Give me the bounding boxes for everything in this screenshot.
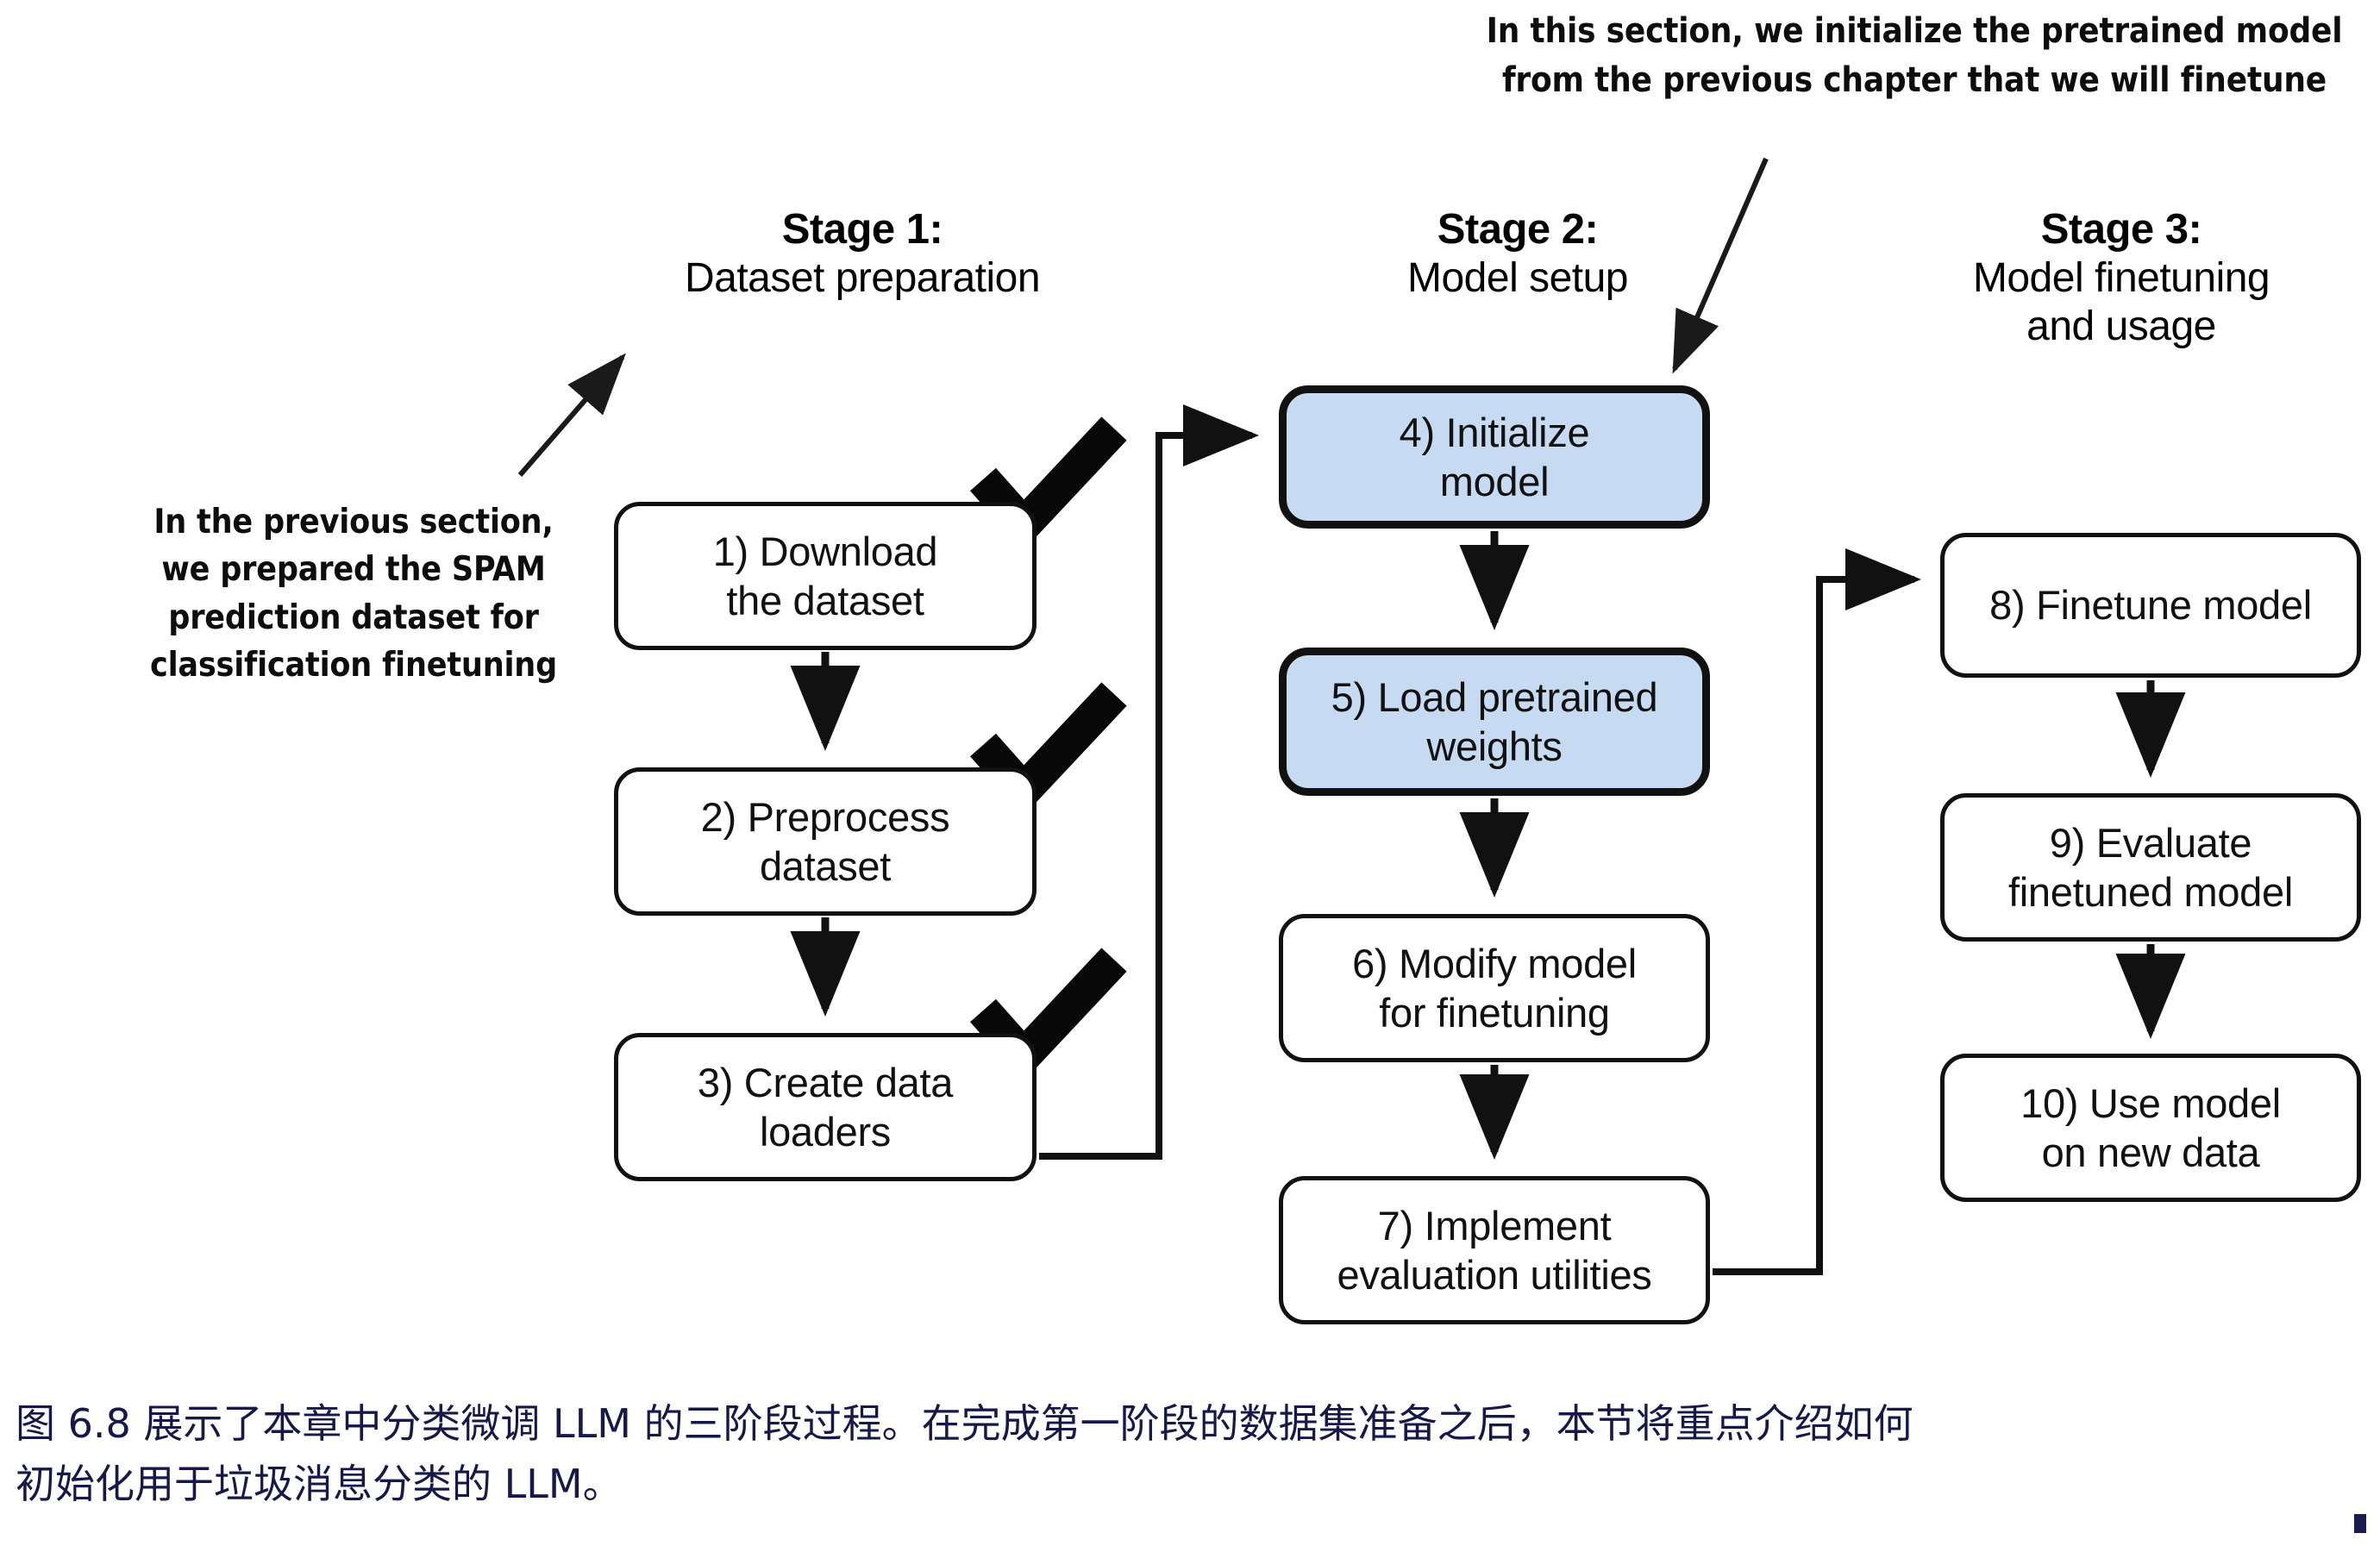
stage-header-1: Stage 1: Dataset preparation [543, 205, 1181, 303]
annotation-note-left-line-1: In the previous section, [153, 503, 554, 541]
flow-step-6-line-1: 6) Modify model [1352, 940, 1637, 986]
flow-step-9-line-1: 9) Evaluate [2049, 819, 2252, 866]
flow-step-create-data-loaders[interactable]: 3) Create data loaders [614, 1033, 1037, 1181]
flow-step-3-line-1: 3) Create data [697, 1059, 954, 1105]
connector-stage2-to-stage3 [1713, 548, 1921, 1275]
flow-step-7-line-2: evaluation utilities [1337, 1252, 1652, 1298]
stage-1-subtitle-line-1: Dataset preparation [684, 254, 1041, 301]
stage-3-subtitle-line-1: Model finetuning [1972, 254, 2270, 301]
stage-header-2: Stage 2: Model setup [1276, 205, 1759, 303]
flow-step-implement-evaluation-utilities[interactable]: 7) Implement evaluation utilities [1279, 1176, 1710, 1324]
connector-stage1-to-stage2 [1039, 404, 1259, 1160]
annotation-note-left-line-4: classification finetuning [149, 646, 558, 685]
stage-3-title: Stage 3: [2040, 206, 2202, 253]
stage-3-subtitle-line-2: and usage [2026, 303, 2216, 349]
flow-step-8-line-1: 8) Finetune model [1989, 582, 2312, 629]
pointer-arrow-up-icon [517, 353, 626, 477]
page-corner-mark [2354, 1514, 2366, 1533]
flow-step-4-line-1: 4) Initialize [1399, 409, 1590, 455]
stage-2-subtitle-line-1: Model setup [1407, 254, 1629, 301]
annotation-note-top: In this section, we initialize the pretr… [1466, 7, 2363, 105]
flow-step-9-line-2: finetuned model [2008, 869, 2293, 915]
figure-caption: 图 6.8 展示了本章中分类微调 LLM 的三阶段过程。在完成第一阶段的数据集准… [16, 1394, 2344, 1515]
flow-step-1-line-1: 1) Download [712, 528, 938, 574]
stage-header-3: Stage 3: Model finetuning and usage [1863, 205, 2380, 350]
flow-step-4-line-2: model [1439, 459, 1550, 504]
flow-step-3-line-2: loaders [759, 1109, 892, 1155]
flow-step-modify-model-for-finetuning[interactable]: 6) Modify model for finetuning [1279, 914, 1710, 1062]
flow-step-2-line-1: 2) Preprocess [700, 793, 950, 840]
annotation-note-left: In the previous section, we prepared the… [121, 498, 586, 690]
flow-step-load-pretrained-weights[interactable]: 5) Load pretrained weights [1279, 648, 1710, 796]
flow-step-10-line-2: on new data [2041, 1130, 2260, 1175]
stage-2-title: Stage 2: [1437, 206, 1599, 253]
annotation-note-left-line-3: prediction dataset for [168, 598, 539, 637]
figure-caption-line-2: 初始化用于垃圾消息分类的 LLM。 [16, 1460, 623, 1507]
flow-step-preprocess-dataset[interactable]: 2) Preprocess dataset [614, 767, 1037, 916]
flow-step-initialize-model[interactable]: 4) Initialize model [1279, 385, 1710, 529]
flow-step-10-line-1: 10) Use model [2020, 1080, 2281, 1126]
annotation-note-top-line-1: In this section, we initialize the pretr… [1486, 11, 2343, 51]
flow-step-7-line-1: 7) Implement [1377, 1202, 1612, 1248]
flow-step-use-model-on-new-data[interactable]: 10) Use model on new data [1940, 1054, 2361, 1202]
flow-step-finetune-model[interactable]: 8) Finetune model [1940, 533, 2361, 678]
flow-step-5-line-2: weights [1426, 723, 1563, 769]
flow-step-1-line-2: the dataset [726, 578, 924, 623]
annotation-note-top-line-2: from the previous chapter that we will f… [1501, 59, 2327, 100]
flow-step-download-dataset[interactable]: 1) Download the dataset [614, 502, 1037, 650]
flow-step-evaluate-finetuned-model[interactable]: 9) Evaluate finetuned model [1940, 793, 2361, 942]
stage-1-title: Stage 1: [781, 206, 943, 253]
annotation-note-left-line-2: we prepared the SPAM [161, 550, 546, 590]
flow-step-6-line-2: for finetuning [1379, 990, 1610, 1036]
flow-step-5-line-1: 5) Load pretrained [1331, 673, 1658, 720]
flow-step-2-line-2: dataset [759, 843, 892, 889]
figure-caption-line-1: 图 6.8 展示了本章中分类微调 LLM 的三阶段过程。在完成第一阶段的数据集准… [16, 1400, 1913, 1447]
